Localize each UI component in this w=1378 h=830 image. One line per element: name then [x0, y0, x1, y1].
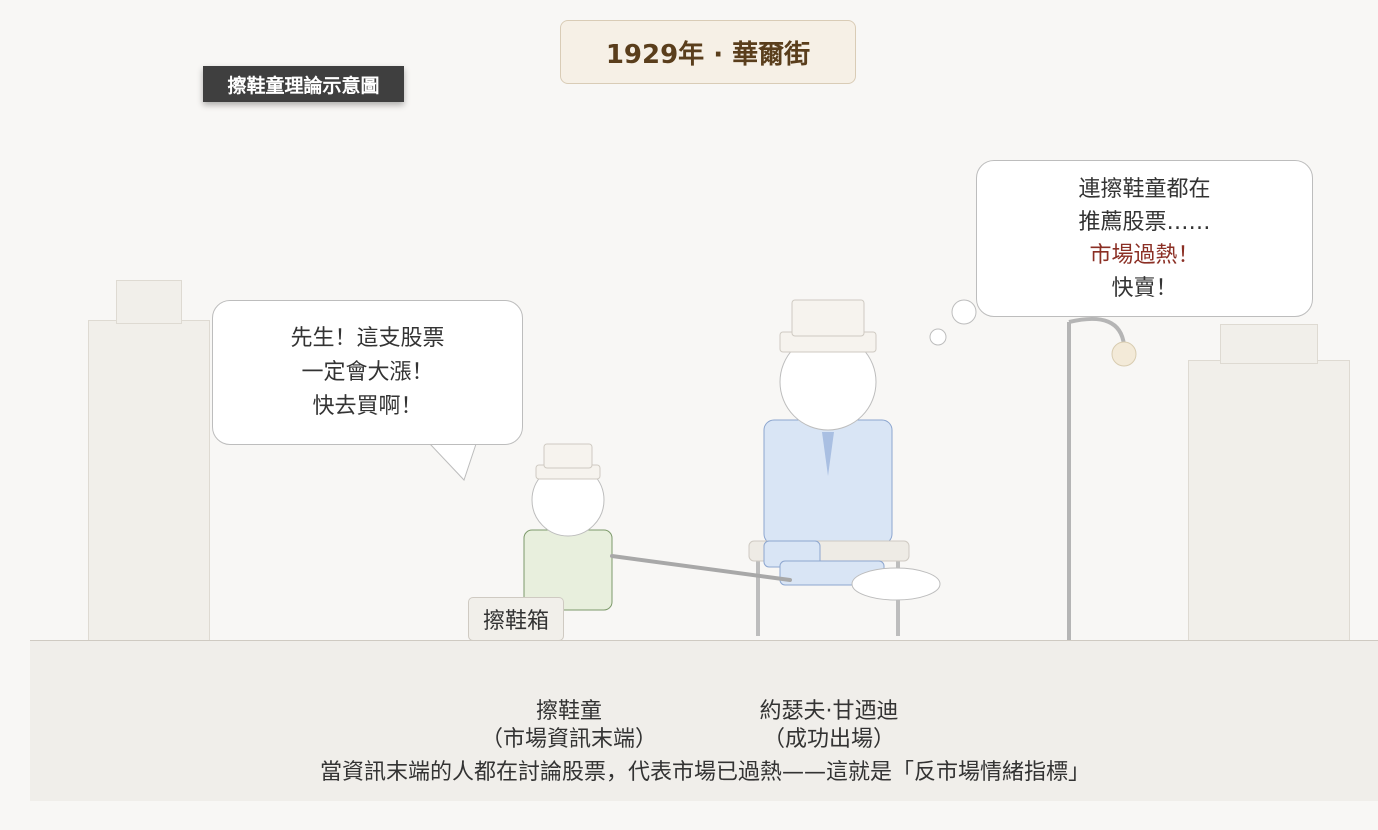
kennedy-thought-bubble: 連擦鞋童都在 推薦股票…… 市場過熱！ 快賣！ — [976, 160, 1313, 317]
building-left-roof — [116, 280, 182, 324]
thought-dot-large — [951, 299, 977, 325]
shoeshine-boy-caption: 擦鞋童 （市場資訊末端） — [469, 698, 669, 754]
shoeshine-speech-bubble: 先生！這支股票 一定會大漲！ 快去買啊！ — [212, 300, 523, 445]
shoeshine-box: 擦鞋箱 — [468, 597, 564, 641]
thought-line-2: 推薦股票…… — [1078, 209, 1211, 235]
shoeshine-boy-figure — [523, 443, 792, 611]
building-right-roof — [1220, 324, 1318, 364]
speech-line-2: 一定會大漲！ — [301, 359, 434, 385]
kennedy-caption: 約瑟夫·甘迺迪 （成功出場） — [729, 698, 929, 754]
street-lamp — [1067, 316, 1137, 640]
speech-bubble-tail — [428, 443, 477, 481]
kennedy-role: （成功出場） — [762, 727, 895, 752]
thought-highlight: 市場過熱！ — [1089, 242, 1200, 268]
thought-line-1: 連擦鞋童都在 — [1078, 176, 1211, 202]
kennedy-figure — [748, 299, 941, 636]
shoeshine-boy-name: 擦鞋童 — [535, 699, 602, 724]
shoeshine-box-label: 擦鞋箱 — [482, 609, 549, 634]
speech-line-1: 先生！這支股票 — [290, 325, 445, 351]
shoeshine-boy-role: （市場資訊末端） — [480, 727, 657, 752]
speech-line-3: 快去買啊！ — [312, 393, 423, 419]
ground — [30, 640, 1378, 801]
thought-dot-small — [929, 328, 947, 346]
diagram-label: 擦鞋童理論示意圖 — [203, 66, 404, 102]
footer-caption: 當資訊末端的人都在討論股票，代表市場已過熱——這就是「反市場情緒指標」 — [319, 760, 1090, 785]
thought-line-4: 快賣！ — [1111, 275, 1178, 301]
scene-title: 1929年 · 華爾街 — [560, 20, 856, 84]
building-left — [88, 320, 210, 642]
kennedy-name: 約瑟夫·甘迺迪 — [759, 699, 899, 724]
